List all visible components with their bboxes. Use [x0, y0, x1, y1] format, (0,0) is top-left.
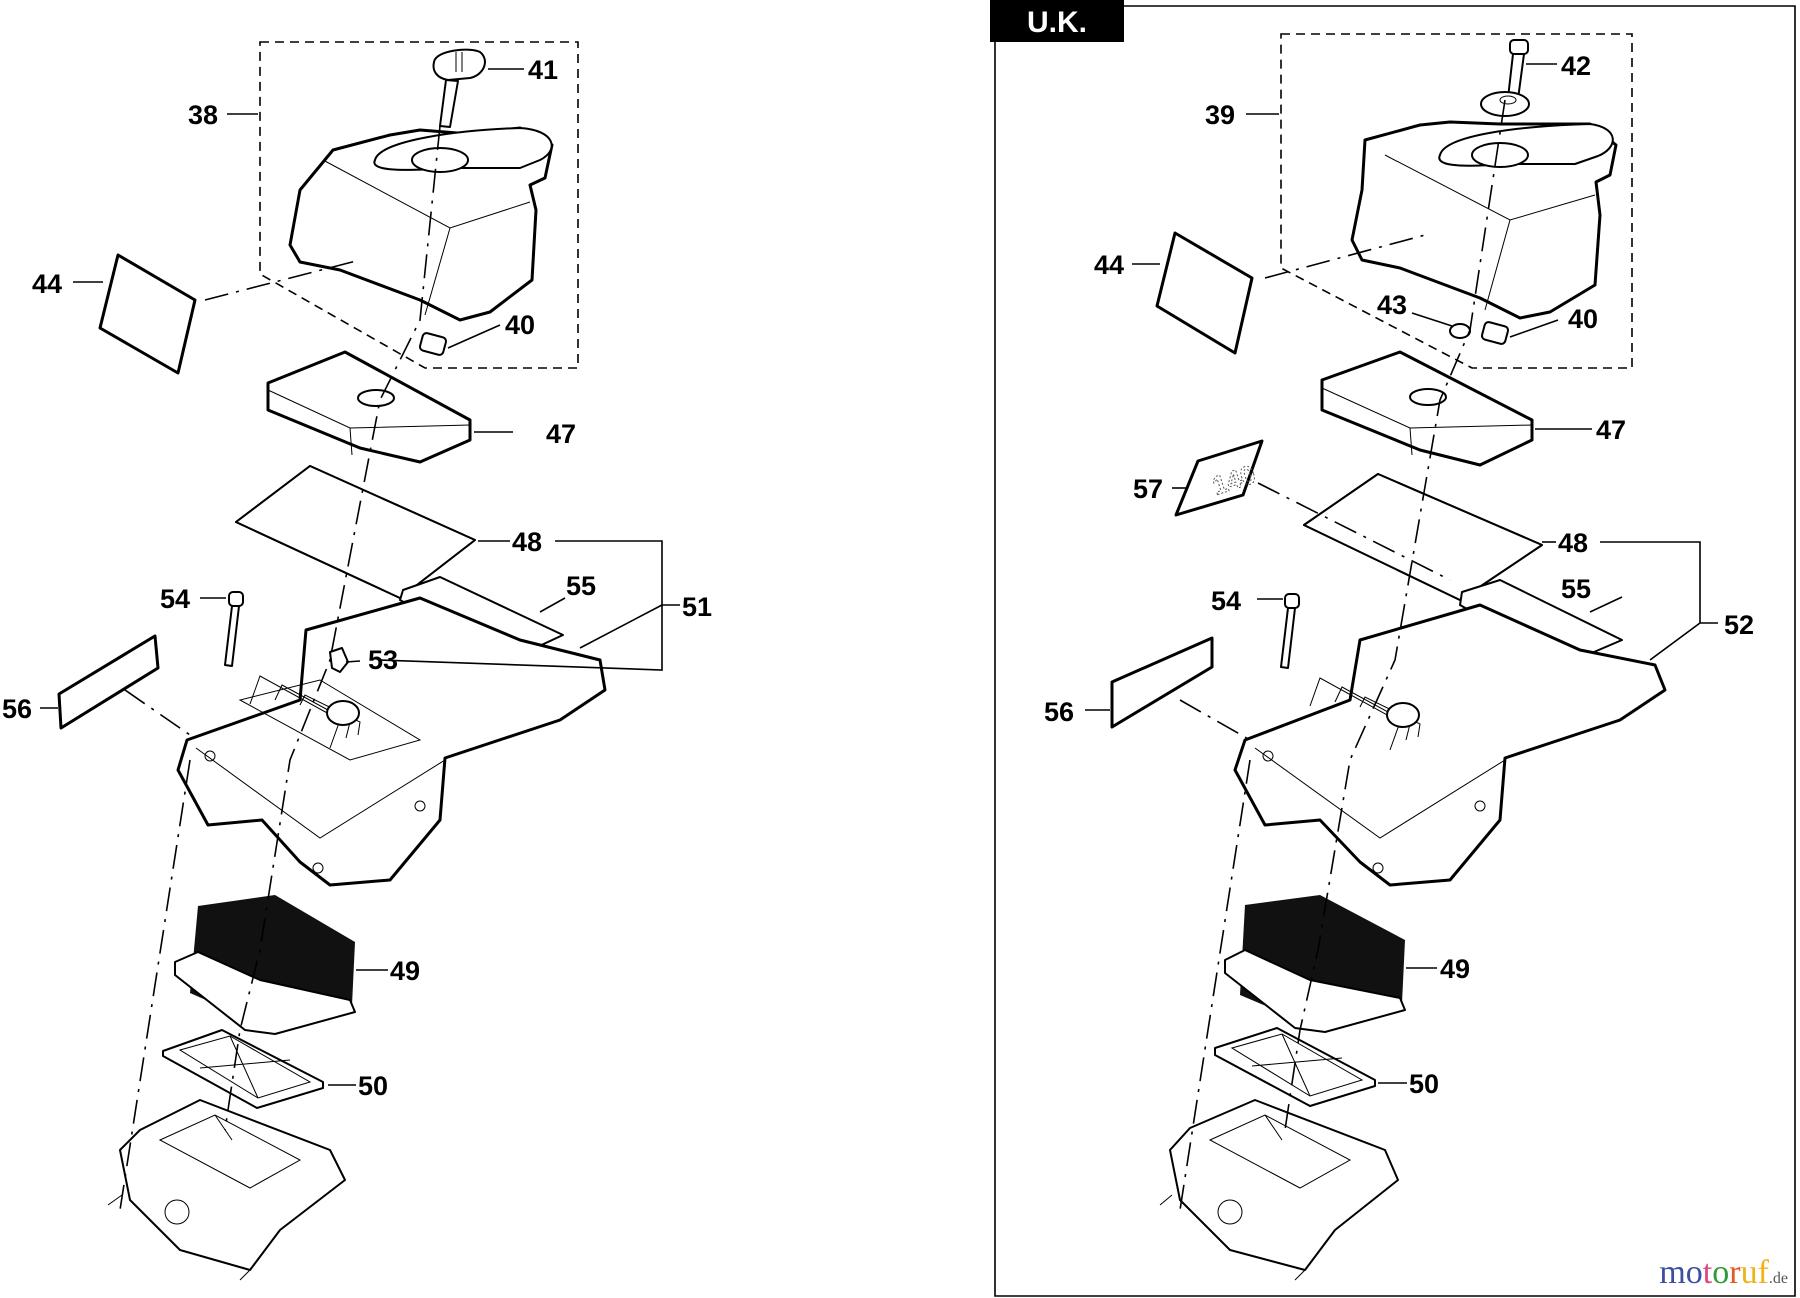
callout-38: 38: [188, 100, 218, 130]
wm-letter-1: o: [1685, 1254, 1703, 1291]
callout-43: 43: [1377, 290, 1407, 320]
nut-part-43: [1449, 323, 1471, 339]
wm-letter-5: u: [1740, 1254, 1758, 1291]
callout-39: 39: [1205, 100, 1235, 130]
gasket-part-48-uk: [1303, 473, 1543, 601]
leader-40: [447, 324, 501, 349]
cover-part-38: [288, 126, 554, 322]
centerline-decal57-uk: [1257, 482, 1451, 581]
wm-letter-0: m: [1659, 1254, 1686, 1291]
clip-part-40: [418, 332, 448, 356]
right-view-uk: U.K. 14: [990, 0, 1796, 1297]
base-part-uk: [1159, 1099, 1399, 1281]
prefilter-part-47-uk: [1320, 350, 1534, 467]
cover-part-39: [1350, 120, 1618, 320]
filter-part-49-uk: [1224, 895, 1406, 1033]
centerline-knob: [224, 125, 441, 1131]
callout-56: 56: [2, 694, 32, 724]
group-box-38: [259, 41, 579, 369]
nut-part-53: [329, 647, 349, 673]
leader-40-uk: [1509, 319, 1559, 338]
knob-part-41: [432, 48, 486, 128]
callout-55: 55: [566, 571, 596, 601]
decal-part-57: 140: [1174, 439, 1264, 517]
watermark-logo: motoruf.de: [1659, 1254, 1788, 1292]
callout-52: 52: [1724, 610, 1754, 640]
callout-40-uk: 40: [1568, 304, 1598, 334]
leader-55: [539, 597, 566, 613]
left-view: 41 38 44 40 47 48 54 55 51 53 56 49 50: [2, 41, 712, 1281]
callout-42: 42: [1561, 51, 1591, 81]
clip-part-40-uk: [1480, 321, 1510, 345]
leader-43: [1411, 312, 1453, 327]
centerline-decal56-uk: [1179, 699, 1251, 741]
filter-part-49: [174, 895, 356, 1035]
callout-53: 53: [368, 645, 398, 675]
wm-letter-3: o: [1712, 1254, 1730, 1291]
leader-53: [345, 660, 361, 663]
decal-part-44-uk: [1155, 231, 1254, 355]
callout-40: 40: [505, 310, 535, 340]
wm-letter-6: f: [1757, 1254, 1769, 1291]
uk-tab: [990, 0, 1124, 42]
wm-letter-2: t: [1702, 1254, 1713, 1291]
callout-48-uk: 48: [1558, 528, 1588, 558]
callout-49-uk: 49: [1440, 954, 1470, 984]
gasket-part-48: [235, 465, 476, 599]
leader-bracket-51: [379, 540, 680, 671]
callout-44-uk: 44: [1094, 250, 1124, 280]
housing-part-51: [176, 596, 607, 887]
housing-part-52: [1233, 603, 1667, 887]
base-part: [107, 1099, 346, 1281]
centerline-decal44: [204, 259, 361, 301]
centerline-side-uk: [1179, 759, 1251, 1211]
group-box-39: [1280, 33, 1633, 369]
callout-44: 44: [32, 269, 62, 299]
callout-57: 57: [1133, 474, 1163, 504]
callout-47-uk: 47: [1596, 415, 1626, 445]
leader-bracket-52: [1600, 541, 1718, 661]
callout-55-uk: 55: [1561, 574, 1591, 604]
leader-55-uk: [1589, 596, 1623, 613]
centerline-decal44-uk: [1264, 234, 1426, 279]
screw-part-54: [224, 591, 244, 667]
wm-tld: .de: [1768, 1270, 1788, 1287]
callout-41: 41: [528, 55, 558, 85]
centerline-decal56: [124, 689, 191, 736]
uk-frame: [994, 5, 1796, 1297]
callout-50: 50: [358, 1071, 388, 1101]
callout-54-uk: 54: [1211, 586, 1241, 616]
callout-50-uk: 50: [1409, 1069, 1439, 1099]
decal-part-56: [57, 634, 160, 730]
centerline-side: [119, 759, 191, 1211]
screen-part-50: [162, 1029, 324, 1109]
callout-47: 47: [546, 419, 576, 449]
callout-54: 54: [160, 584, 190, 614]
screw-part-54-uk: [1280, 593, 1300, 669]
decal-part-44: [98, 253, 197, 375]
prefilter-part-47: [266, 350, 472, 464]
wm-letter-4: r: [1729, 1254, 1741, 1291]
callout-51: 51: [682, 592, 712, 622]
callout-56-uk: 56: [1044, 697, 1074, 727]
uk-tab-label: U.K.: [1027, 6, 1087, 39]
decal-part-56-uk: [1110, 636, 1214, 729]
callout-49: 49: [390, 956, 420, 986]
callout-48: 48: [512, 527, 542, 557]
